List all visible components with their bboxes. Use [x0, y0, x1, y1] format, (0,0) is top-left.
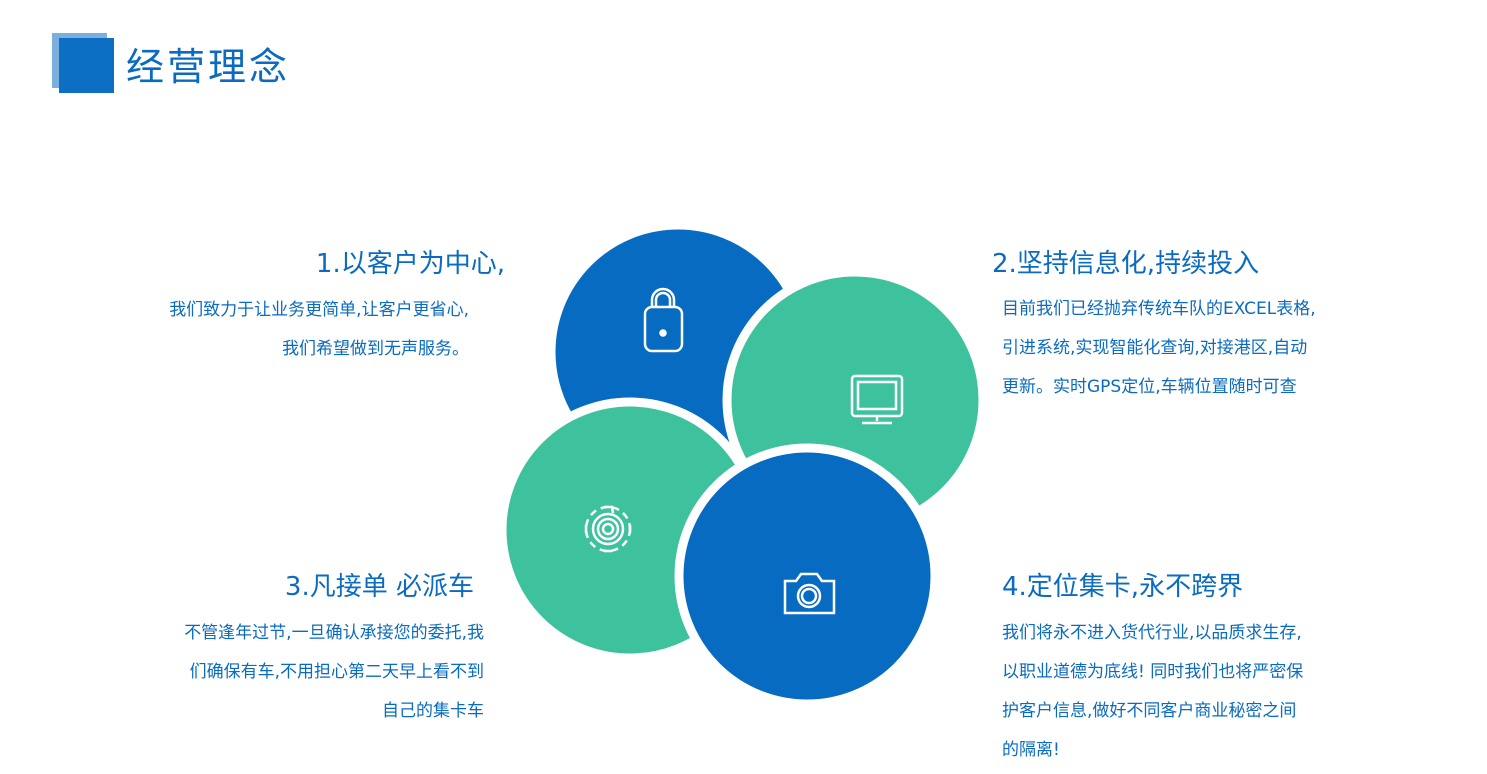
text-line: 不管逢年过节,一旦确认承接您的委托,我 [184, 623, 484, 643]
text-line: 的隔离! [1002, 740, 1060, 760]
title-decor-front [59, 38, 114, 93]
page-title: 经营理念 [126, 45, 291, 89]
text-line: 护客户信息,做好不同客户商业秘密之间 [1002, 701, 1297, 721]
text-line: 我们希望做到无声服务。 [282, 339, 469, 359]
item-1-heading: 1.以客户为中心, [315, 249, 505, 279]
text-line: 目前我们已经抛弃传统车队的EXCEL表格, [1002, 299, 1316, 319]
gear-icon [584, 505, 632, 553]
text-line: 我们致力于让业务更简单,让客户更省心, [169, 300, 469, 320]
text-line: 引进系统,实现智能化查询,对接港区,自动 [1002, 338, 1308, 358]
item-4-text: 我们将永不进入货代行业,以品质求生存, 以职业道德为底线! 同时我们也将严密保 … [1002, 614, 1303, 770]
item-3-heading: 3.凡接单 必派车 [284, 572, 474, 602]
text-line: 们确保有车,不用担心第二天早上看不到 [189, 662, 484, 682]
item-4-heading: 4.定位集卡,永不跨界 [1002, 572, 1244, 602]
text-line: 自己的集卡车 [382, 701, 484, 721]
item-2-heading: 2.坚持信息化,持续投入 [992, 249, 1260, 279]
text-line: 以职业道德为底线! 同时我们也将严密保 [1002, 662, 1304, 682]
text-line: 更新。实时GPS定位,车辆位置随时可查 [1002, 377, 1297, 397]
item-2-text: 目前我们已经抛弃传统车队的EXCEL表格, 引进系统,实现智能化查询,对接港区,… [1002, 290, 1316, 407]
item-1-text: 我们致力于让业务更简单,让客户更省心, 我们希望做到无声服务。 [169, 291, 469, 369]
item-3-text: 不管逢年过节,一旦确认承接您的委托,我 们确保有车,不用担心第二天早上看不到 自… [184, 614, 484, 731]
lock-icon [643, 287, 684, 353]
monitor-icon [850, 374, 904, 425]
petal-4 [674, 443, 940, 709]
camera-icon [783, 572, 836, 615]
text-line: 我们将永不进入货代行业,以品质求生存, [1002, 623, 1302, 643]
